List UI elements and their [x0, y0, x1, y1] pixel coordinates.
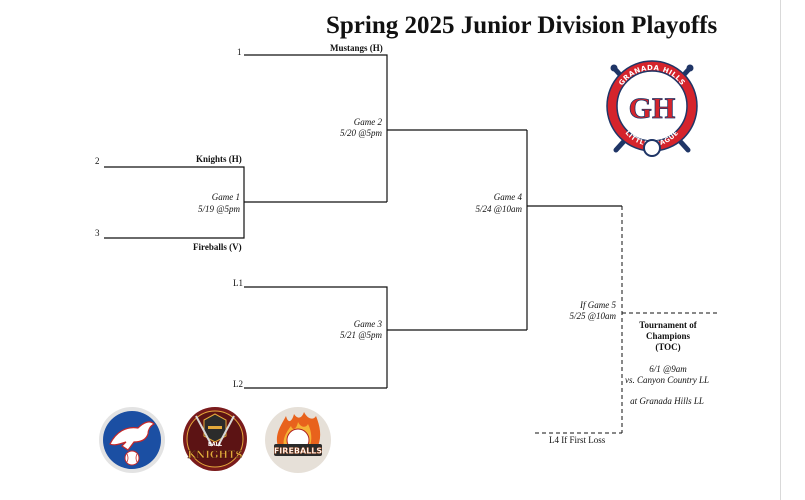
game4-name: Game 4	[493, 192, 522, 202]
line-l1	[244, 286, 388, 388]
line-seed-3	[104, 202, 245, 239]
team-mustangs: Mustangs (H)	[330, 43, 383, 53]
game5-date: 5/25 @10am	[569, 311, 616, 321]
knights-small-text: BALL	[208, 442, 223, 448]
seed-l2: L2	[233, 379, 243, 389]
sword-icon	[195, 415, 213, 447]
toc-line2: Champions	[645, 331, 690, 341]
toc-line3: (TOC)	[655, 342, 681, 352]
page-edge-line	[780, 0, 781, 500]
toc-venue: at Granada Hills LL	[630, 396, 704, 406]
knights-text: KNIGHTS	[187, 450, 242, 461]
logo-monogram: GH	[629, 92, 676, 125]
game5-name: If Game 5	[580, 300, 616, 310]
toc-date: 6/1 @9am	[649, 364, 687, 374]
game3-date: 5/21 @5pm	[339, 330, 382, 340]
toc-opponent: vs. Canyon Country LL	[624, 375, 709, 385]
seed-2: 2	[95, 156, 100, 166]
fireballs-logo: FIREBALLS	[265, 407, 331, 473]
mustangs-logo	[99, 407, 165, 473]
toc-line1: Tournament of	[639, 320, 697, 330]
baseball-icon	[643, 139, 661, 157]
mustang-horse-icon	[109, 421, 156, 451]
game1-date: 5/19 @5pm	[197, 204, 240, 214]
game2-name: Game 2	[353, 117, 382, 127]
game2-date: 5/20 @5pm	[339, 128, 382, 138]
line-seed-2	[104, 166, 245, 202]
knights-logo: BALL KNIGHTS	[183, 407, 247, 471]
game4-date: 5/24 @10am	[475, 204, 522, 214]
granada-hills-ll-logo: GRANADA HILLS LITTLE LEAGUE GH	[606, 60, 698, 157]
game1-name: Game 1	[211, 192, 240, 202]
seed-3: 3	[95, 228, 100, 238]
seed-1: 1	[237, 47, 242, 57]
line-seed-1	[244, 54, 388, 202]
team-fireballs: Fireballs (V)	[193, 242, 242, 252]
page-title: Spring 2025 Junior Division Playoffs	[326, 12, 718, 39]
seed-l1: L1	[233, 278, 243, 288]
game3-name: Game 3	[353, 319, 382, 329]
team-knights: Knights (H)	[196, 154, 242, 164]
l4-note: L4 If First Loss	[549, 435, 606, 445]
fireballs-text: FIREBALLS	[274, 447, 323, 456]
mustang-baseball-icon	[124, 450, 140, 466]
